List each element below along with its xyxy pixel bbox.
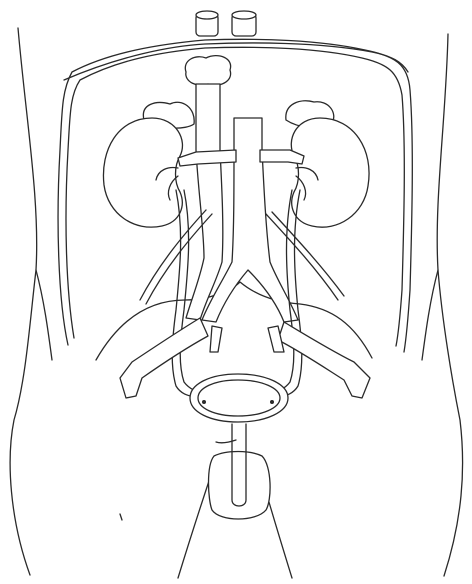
hiatus-knot [185, 56, 230, 86]
great-vessel-stumps [196, 11, 256, 36]
left-kidney [103, 118, 182, 227]
right-ureteric-orifice [270, 400, 274, 404]
left-renal-artery [178, 150, 236, 166]
urinary-bladder [190, 374, 288, 422]
prostate [209, 452, 271, 520]
left-ureteric-orifice [202, 400, 206, 404]
stray-mark [120, 514, 122, 520]
right-kidney [291, 118, 369, 227]
urethra-lumen [216, 440, 236, 443]
pelvic-rim [96, 282, 372, 360]
